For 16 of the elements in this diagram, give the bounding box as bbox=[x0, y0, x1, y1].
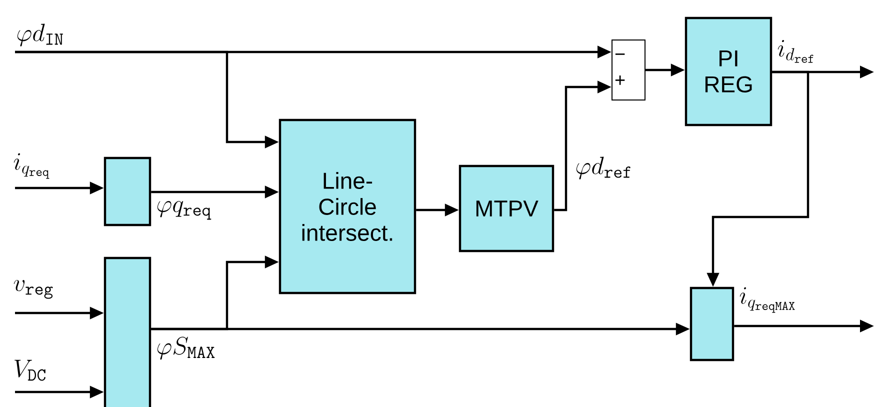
controller-block: PI REG bbox=[684, 16, 772, 126]
signal-label: $\varphi d_{\mathtt{ref}}$ bbox=[574, 156, 634, 180]
signal-label: $i_{q_{\mathtt{reqMAX}}}$ bbox=[738, 286, 798, 314]
signal-label: $V_{\mathtt{DC}}$ bbox=[12, 358, 48, 382]
signal-label: $\varphi q_{\mathtt{req}}$ bbox=[155, 200, 213, 221]
signal-label: $\varphi S_{\mathtt{MAX}}$ bbox=[155, 336, 217, 360]
signal-label: $i_{q_{\mathtt{req}}}$ bbox=[12, 152, 52, 180]
signal-label: $i_{d_{\mathtt{ref}}}$ bbox=[776, 39, 816, 64]
function-block bbox=[104, 256, 152, 407]
process-block: Line- Circle intersect. bbox=[278, 118, 416, 294]
function-block bbox=[690, 286, 734, 362]
summing-junction: − + bbox=[612, 40, 646, 100]
function-block bbox=[104, 156, 152, 226]
process-block: MTPV bbox=[458, 164, 554, 252]
signal-label: $\varphi d_{\mathtt{IN}}$ bbox=[15, 22, 66, 47]
signal-label: $v_{\mathtt{reg}}$ bbox=[12, 279, 55, 300]
